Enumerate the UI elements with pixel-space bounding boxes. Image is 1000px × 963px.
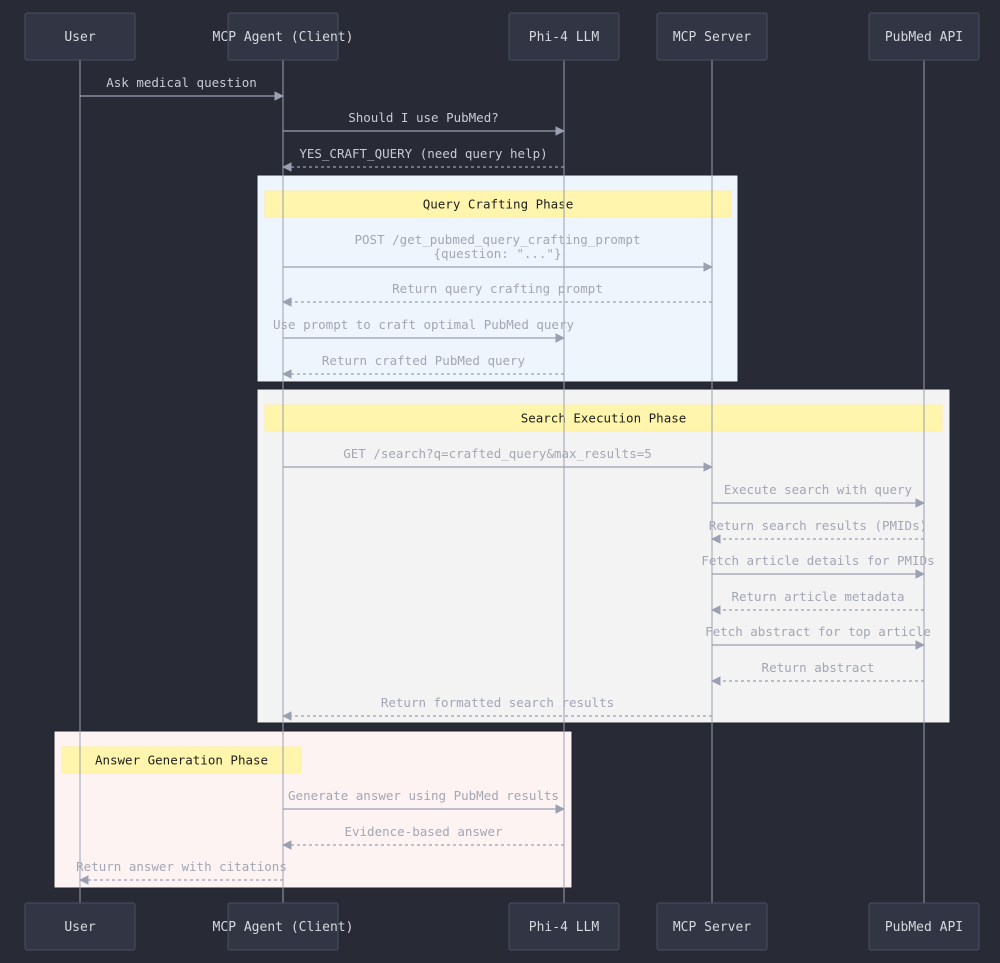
participant-label-user-bottom: User xyxy=(64,920,95,935)
message-label-16: Generate answer using PubMed results xyxy=(288,788,559,803)
participant-label-agent-bottom: MCP Agent (Client) xyxy=(213,920,354,935)
participant-label-server-bottom: MCP Server xyxy=(673,920,751,935)
message-label-6: Use prompt to craft optimal PubMed query xyxy=(273,317,574,332)
message-label-12: Return article metadata xyxy=(731,589,904,604)
message-label-7: Return crafted PubMed query xyxy=(322,353,526,368)
message-label-4-line-1: POST /get_pubmed_query_crafting_prompt xyxy=(355,232,641,247)
message-label-1: Ask medical question xyxy=(106,75,257,90)
phase-box-search xyxy=(256,388,951,724)
phase-label-query: Query Crafting Phase xyxy=(423,197,574,212)
participant-label-server-top: MCP Server xyxy=(673,30,751,45)
phase-label-answer: Answer Generation Phase xyxy=(95,753,268,768)
participant-label-agent-top: MCP Agent (Client) xyxy=(213,30,354,45)
message-label-11: Fetch article details for PMIDs xyxy=(701,553,934,568)
message-label-10: Return search results (PMIDs) xyxy=(709,518,927,533)
participant-user-top[interactable] xyxy=(24,12,136,61)
participant-pubmed-bottom[interactable] xyxy=(868,902,980,951)
participant-label-llm-bottom: Phi-4 LLM xyxy=(529,920,600,935)
participant-server-top[interactable] xyxy=(656,12,768,61)
phase-label-search: Search Execution Phase xyxy=(521,411,687,426)
participant-llm-bottom[interactable] xyxy=(508,902,620,951)
participant-llm-top[interactable] xyxy=(508,12,620,61)
message-label-3: YES_CRAFT_QUERY (need query help) xyxy=(299,146,547,161)
participant-agent-bottom[interactable] xyxy=(227,902,339,951)
message-label-13: Fetch abstract for top article xyxy=(705,624,931,639)
message-label-9: Execute search with query xyxy=(724,482,913,497)
participant-label-pubmed-top: PubMed API xyxy=(885,30,963,45)
participant-label-user-top: User xyxy=(64,30,95,45)
message-label-8: GET /search?q=crafted_query&max_results=… xyxy=(343,446,652,461)
phase-note-search xyxy=(264,404,943,432)
phase-note-query xyxy=(264,190,732,218)
message-label-4-line-2: {question: "..."} xyxy=(434,246,562,261)
message-label-14: Return abstract xyxy=(762,660,875,675)
message-label-2: Should I use PubMed? xyxy=(348,110,499,125)
participant-server-bottom[interactable] xyxy=(656,902,768,951)
participant-label-llm-top: Phi-4 LLM xyxy=(529,30,600,45)
participant-user-bottom[interactable] xyxy=(24,902,136,951)
message-label-15: Return formatted search results xyxy=(381,695,614,710)
participant-label-pubmed-bottom: PubMed API xyxy=(885,920,963,935)
phase-note-answer xyxy=(61,746,302,774)
participant-agent-top[interactable] xyxy=(227,12,339,61)
message-label-17: Evidence-based answer xyxy=(344,824,503,839)
message-label-5: Return query crafting prompt xyxy=(392,281,603,296)
message-label-18: Return answer with citations xyxy=(76,859,287,874)
participant-pubmed-top[interactable] xyxy=(868,12,980,61)
